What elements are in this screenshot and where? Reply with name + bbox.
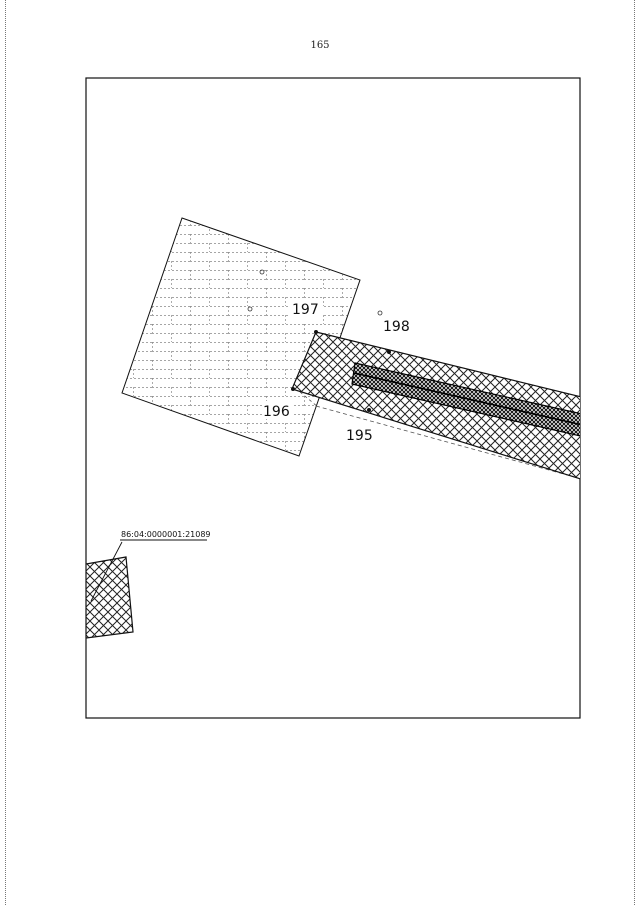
parcel-label-196: 196 <box>263 404 290 420</box>
survey-point <box>247 306 253 312</box>
parcel-label-197: 197 <box>292 302 319 318</box>
boundary-point <box>291 387 295 391</box>
parcel-label-195: 195 <box>346 428 373 444</box>
scan-edge-right <box>634 0 636 905</box>
pipeline-band <box>351 362 580 437</box>
parcel-label-198: 198 <box>383 319 410 335</box>
parcel-196-197-boundary <box>121 217 361 457</box>
cadastral-leader-line <box>90 541 123 602</box>
boundary-point <box>387 350 391 354</box>
page-number: 165 <box>310 40 330 51</box>
label-198-bg <box>383 316 413 334</box>
cadastral-number-label: 86:04:0000001:21089 <box>121 530 211 539</box>
parcel-195-strip <box>291 331 580 480</box>
parcel-198-point <box>377 310 383 316</box>
label-197-bg <box>290 298 322 316</box>
survey-point <box>259 269 265 275</box>
scan-edge-left <box>5 0 7 905</box>
parcel-195-dashed-edge <box>299 391 319 408</box>
parcel-195-dashed-boundary <box>315 405 580 479</box>
boundary-point <box>314 330 318 334</box>
pipeline-centerline <box>353 372 580 426</box>
label-196-bg <box>262 401 294 419</box>
boundary-point <box>367 408 371 412</box>
